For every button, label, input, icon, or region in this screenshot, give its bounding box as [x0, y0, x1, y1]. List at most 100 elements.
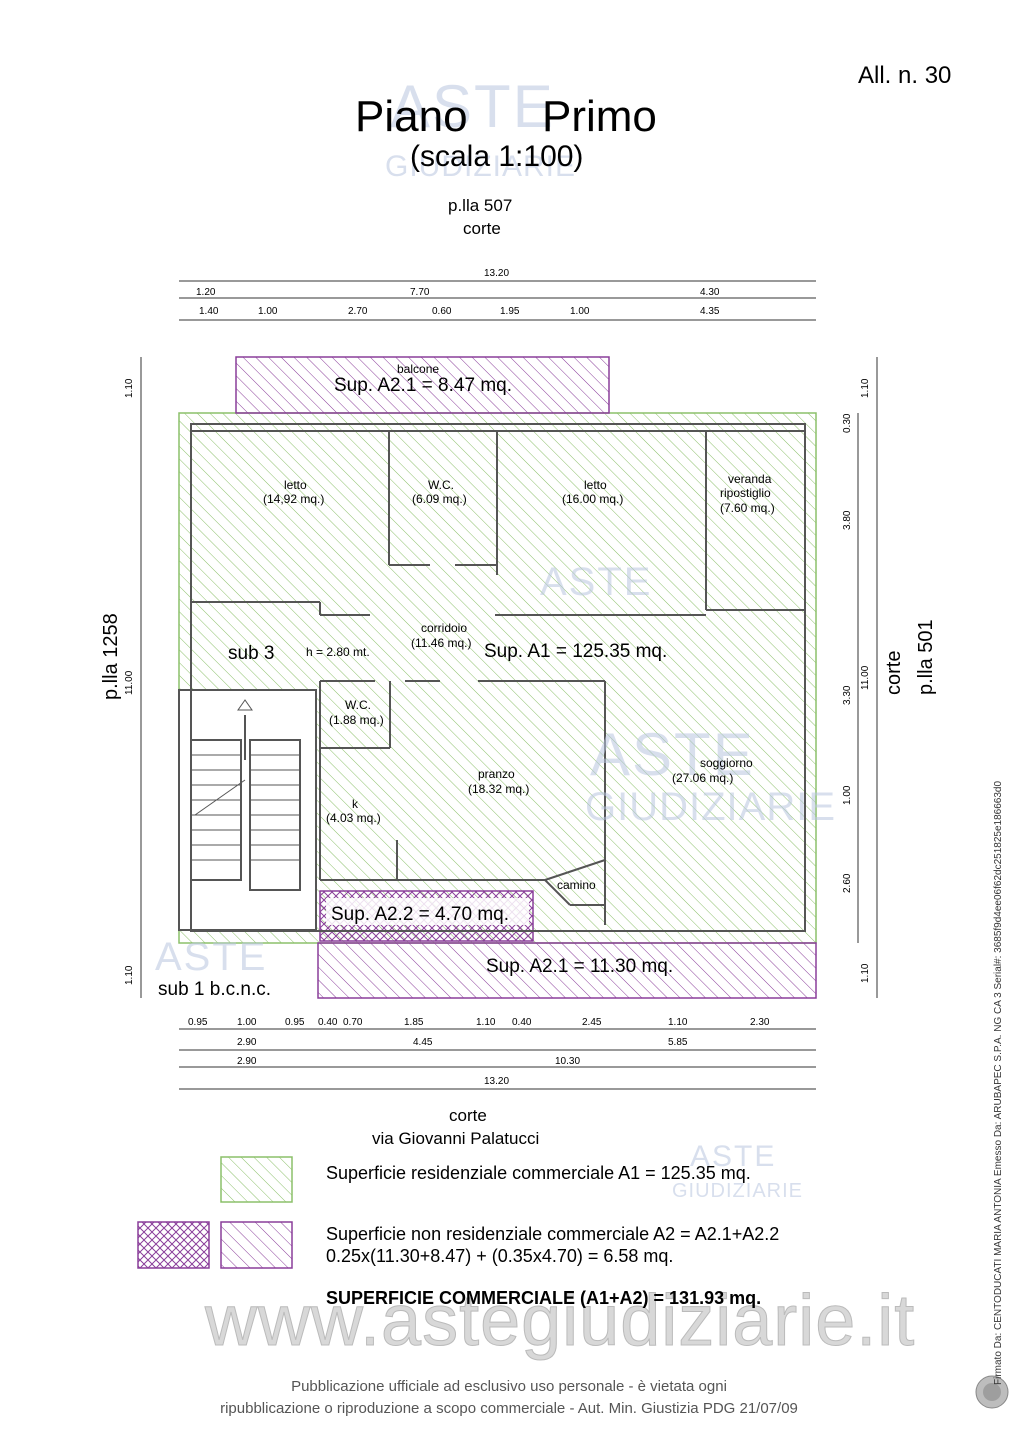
dim-left: 11.00 [124, 670, 135, 695]
legend-a2-line2: 0.25x(11.30+8.47) + (0.35x4.70) = 6.58 m… [326, 1246, 674, 1266]
room-wc1: W.C. [428, 478, 454, 492]
dim-bottom-r3: 10.30 [555, 1056, 581, 1067]
sup-a1: Sup. A1 = 125.35 mq. [484, 641, 668, 662]
balcony-top [235, 356, 610, 414]
room-letto2: letto [584, 478, 607, 492]
bottom-corte-label: corte [449, 1106, 487, 1125]
dim-bottom-r1: 2.45 [582, 1017, 602, 1028]
page-title-right: Primo [542, 92, 657, 141]
dim-left: 1.10 [124, 965, 135, 985]
watermark-legend: ASTE [690, 1140, 777, 1173]
room-letto1: letto [284, 478, 307, 492]
dim-top-r2: 7.70 [410, 287, 430, 298]
dim-top-r3: 1.95 [500, 306, 520, 317]
legend-box-a21 [220, 1221, 293, 1269]
legend-total: SUPERFICIE COMMERCIALE (A1+A2) = 131.93 … [326, 1288, 762, 1308]
room-pranzo-area: (18.32 mq.) [468, 782, 530, 796]
dim-top-r3: 1.00 [258, 306, 278, 317]
right-corte-label: corte [883, 650, 905, 695]
dim-bottom-r1: 0.40 [512, 1017, 532, 1028]
room-balcone: balcone [397, 362, 440, 376]
dim-right: 2.60 [842, 873, 853, 893]
dim-bottom-r1: 0.95 [285, 1017, 305, 1028]
watermark-top: ASTE [390, 73, 555, 140]
room-ripostiglio: ripostiglio [720, 486, 771, 500]
room-letto1-area: (14,92 mq.) [263, 492, 325, 506]
sub3-label: sub 3 [228, 643, 275, 664]
left-plot-label: p.lla 1258 [100, 613, 122, 700]
dim-bottom-r1: 1.85 [404, 1017, 424, 1028]
watermark-legend-small: GIUDIZIARIE [672, 1180, 804, 1202]
watermark-left: ASTE [155, 935, 268, 979]
dim-bottom-r3: 2.90 [237, 1056, 257, 1067]
dim-bottom-r2: 2.90 [237, 1037, 257, 1048]
room-corridoio-area: (11.46 mq.) [411, 636, 472, 650]
dim-bottom-r1: 1.00 [237, 1017, 257, 1028]
street-label: via Giovanni Palatucci [372, 1129, 540, 1148]
dim-bottom-r1: 0.95 [188, 1017, 208, 1028]
stair-treads [191, 699, 300, 861]
dim-right: 1.00 [842, 785, 853, 805]
balcony-bottom [317, 942, 817, 999]
footer-line2: ripubblicazione o riproduzione a scopo c… [220, 1400, 798, 1417]
digital-signature: Firmato Da: CENTODUCATI MARIA ANTONIA Em… [993, 780, 1004, 1385]
dim-right: 3.30 [842, 685, 853, 705]
dim-right-total: 11.00 [860, 665, 871, 690]
page-scale: (scala 1:100) [410, 140, 584, 173]
dimension-lines [140, 280, 878, 1090]
watermark-mid: ASTE [540, 560, 653, 604]
dim-bottom-r2: 4.45 [413, 1037, 433, 1048]
room-wc1-area: (6.09 mq.) [412, 492, 467, 506]
dim-top-r2: 1.20 [196, 287, 216, 298]
dim-left: 1.10 [124, 378, 135, 398]
attachment-number: All. n. 30 [858, 62, 952, 89]
room-soggiorno: soggiorno [700, 756, 753, 770]
dim-top-r3: 1.40 [199, 306, 219, 317]
dim-bottom-r1: 0.40 [318, 1017, 338, 1028]
watermark-right: ASTE [590, 721, 755, 788]
dim-right: 3.80 [842, 510, 853, 530]
dim-top-r2: 4.30 [700, 287, 720, 298]
dim-right: 1.10 [860, 378, 871, 398]
dim-bottom-r1: 0.70 [343, 1017, 363, 1028]
room-pranzo: pranzo [478, 767, 515, 781]
top-corte-label: corte [463, 219, 501, 238]
legend-a1: Superficie residenziale commerciale A1 =… [326, 1163, 751, 1183]
dim-top-r3: 0.60 [432, 306, 452, 317]
dim-right: 1.10 [860, 963, 871, 983]
dim-bottom-r1: 1.10 [476, 1017, 496, 1028]
dim-bottom-r1: 1.10 [668, 1017, 688, 1028]
legend-box-a1 [220, 1156, 293, 1203]
dim-bottom-total: 13.20 [484, 1076, 510, 1087]
dim-right: 0.30 [842, 413, 853, 433]
legend-a2-line1: Superficie non residenziale commerciale … [326, 1224, 780, 1244]
room-wc2: W.C. [345, 698, 371, 712]
height-label: h = 2.80 mt. [306, 645, 370, 659]
sup-a21-bottom: Sup. A2.1 = 11.30 mq. [486, 956, 674, 977]
room-soggiorno-area: (27.06 mq.) [672, 771, 734, 785]
room-k-area: (4.03 mq.) [326, 811, 381, 825]
dim-top-r3: 1.00 [570, 306, 590, 317]
watermark-top-small: GIUDIZIARIE [385, 150, 577, 183]
room-veranda-area: (7.60 mq.) [720, 501, 775, 515]
room-veranda: veranda [728, 472, 772, 486]
page-title-left: Piano [355, 92, 468, 141]
watermark-right-small: GIUDIZIARIE [585, 785, 837, 829]
dim-top-r3: 2.70 [348, 306, 368, 317]
sub1-label: sub 1 b.c.n.c. [158, 979, 272, 1000]
top-plot-label: p.lla 507 [448, 196, 513, 215]
dim-top-total: 13.20 [484, 268, 510, 279]
dim-top-r3: 4.35 [700, 306, 720, 317]
camino-label: camino [557, 878, 596, 892]
right-plot-label: p.lla 501 [915, 619, 937, 695]
legend-box-a22 [137, 1221, 210, 1269]
room-letto2-area: (16.00 mq.) [562, 492, 624, 506]
sup-a22: Sup. A2.2 = 4.70 mq. [331, 904, 509, 925]
dim-bottom-r1: 2.30 [750, 1017, 770, 1028]
footer-line1: Pubblicazione ufficiale ad esclusivo uso… [291, 1378, 727, 1395]
dim-bottom-r2: 5.85 [668, 1037, 688, 1048]
room-corridoio: corridoio [421, 621, 468, 635]
sup-a21-top: Sup. A2.1 = 8.47 mq. [334, 375, 512, 396]
watermark-site: www.astegiudiziarie.it [204, 1281, 916, 1362]
